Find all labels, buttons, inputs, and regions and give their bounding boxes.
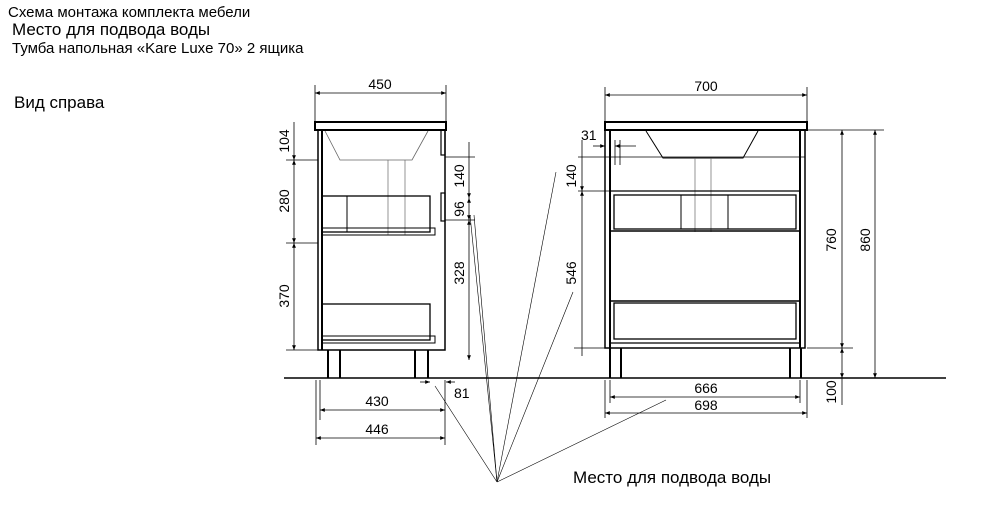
dim-546: 546: [563, 261, 579, 285]
dim-370: 370: [276, 284, 292, 308]
front-view-cabinet: [604, 121, 808, 378]
dim-430: 430: [365, 393, 389, 409]
dim-760: 760: [823, 228, 839, 252]
dim-96: 96: [451, 201, 467, 217]
leader-lines: [434, 171, 667, 483]
dim-700: 700: [694, 78, 718, 94]
view-label: Вид справа: [14, 93, 105, 112]
dim-100: 100: [823, 380, 839, 404]
dim-104: 104: [276, 129, 292, 153]
dim-140-side: 140: [451, 164, 467, 188]
side-view-dimension-lines: [286, 85, 475, 445]
dim-446: 446: [365, 421, 389, 437]
dim-81: 81: [454, 385, 470, 401]
dim-280: 280: [276, 189, 292, 213]
scheme-subtitle: Место для подвода воды: [12, 20, 211, 39]
dim-698: 698: [694, 397, 718, 413]
dim-140-front: 140: [563, 164, 579, 188]
side-view-cabinet: [314, 121, 447, 378]
dim-328: 328: [451, 261, 467, 285]
dim-450: 450: [368, 76, 392, 92]
dim-860: 860: [857, 228, 873, 252]
scheme-title: Схема монтажа комплекта мебели: [8, 4, 251, 21]
water-supply-callout: Место для подвода воды: [573, 468, 772, 487]
dim-666: 666: [694, 380, 718, 396]
front-view-dimension-lines: [574, 87, 884, 418]
product-name: Тумба напольная «Kare Luxe 70» 2 ящика: [12, 40, 304, 57]
dim-31: 31: [581, 127, 597, 143]
